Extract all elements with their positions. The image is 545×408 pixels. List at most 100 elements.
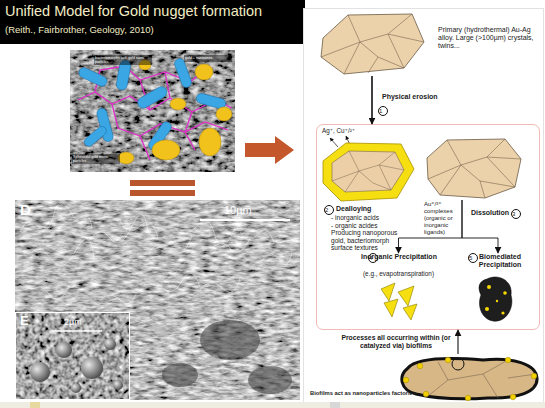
node-text: - inorganic acids: [331, 214, 416, 222]
gold-crystal: [384, 299, 398, 317]
footer-strip: [0, 402, 545, 408]
sem-colorized-image: [77, 66, 108, 88]
sem-image-e: [71, 383, 81, 393]
node-heading: Primary (hydrothermal) Au-Ag alloy. Larg…: [438, 26, 540, 50]
image-annotation: gold + nanowires: [185, 56, 232, 60]
sem-colorized-image: [78, 66, 232, 160]
sem-colorized-image: [216, 107, 232, 121]
sem-colorized-image: [136, 85, 169, 111]
node-text: Producing nanoporous gold, bacteriomorph…: [331, 229, 411, 252]
scale-label: 2µm: [64, 317, 82, 327]
sem-image-d: [162, 320, 292, 394]
flow-arrow: [399, 200, 463, 253]
node-shape: [425, 137, 523, 200]
sem-colorized-image: [72, 55, 232, 164]
node-heading: Biomediated Precipitation: [467, 253, 533, 269]
sem-image-d: [246, 296, 254, 304]
sem-image-d: [200, 320, 260, 360]
gold-crystal: [398, 286, 414, 306]
image-annotation: Spheroidal gold micro-particles: [73, 155, 120, 163]
footer-strip: [0, 402, 545, 408]
sem-image-d: [248, 366, 292, 394]
gold-nanoparticle: [485, 307, 489, 311]
sem-colorized-image: [94, 55, 152, 65]
gold-nanoparticle: [487, 285, 491, 289]
callout-number: 2: [324, 205, 334, 215]
node-heading: Dissolution: [471, 209, 516, 217]
equals-bars: [130, 180, 195, 196]
biofilm-outline: [402, 358, 537, 398]
sem-image-d: [154, 324, 166, 336]
sem-image-d: [210, 355, 220, 365]
sem-image-e: [16, 313, 130, 400]
sem-image-d: [15, 200, 300, 400]
callout-number: 3: [511, 209, 521, 219]
sem-image-e: [104, 338, 116, 350]
flow-arrow: [462, 200, 498, 253]
sem-colorized-image: [72, 154, 120, 164]
highlight-ring: [452, 358, 464, 370]
node-shape: [318, 12, 540, 76]
ion-label: Ag⁺, Cu⁺/²⁺: [322, 127, 355, 134]
gold-nanoparticle: [423, 391, 429, 397]
edge-label: Physical erosion: [382, 93, 438, 101]
sem-image-e: [56, 342, 72, 358]
sem-colorized-image: [82, 125, 108, 149]
callout-number: 1: [378, 106, 388, 116]
flow-arrow: [457, 330, 458, 354]
panel-letter: E: [20, 314, 29, 329]
block-arrow: [245, 136, 294, 164]
title-band: [0, 0, 305, 44]
gold-crystal: [381, 283, 395, 301]
sem-image-d: [154, 296, 254, 365]
image-annotation: bacteriomorphs with gold nano-particles: [95, 56, 152, 64]
grain-boundary: [428, 360, 536, 398]
reference: (Reith., Fairbrother, Geology, 2010): [5, 25, 154, 36]
sem-image-e: [81, 357, 103, 379]
sem-colorized-image: [152, 140, 180, 160]
crystal-grain: Primary (hydrothermal) Au-Ag alloy. Larg…: [318, 12, 540, 76]
process-box: Dealloying- inorganic acids- organic aci…: [316, 124, 540, 330]
biofilm-nugget: Biofilms act as nanoparticles factories: [308, 354, 540, 402]
equals-bars: [130, 180, 195, 186]
grain-boundary: [332, 151, 404, 192]
grain-boundary: [428, 139, 521, 198]
gold-nanoparticle: [496, 300, 498, 302]
sem-image-d: [200, 219, 290, 221]
grain-boundary: [321, 14, 424, 74]
gold-nanoparticle: [501, 311, 504, 314]
sem-image-e: [52, 330, 102, 332]
node-heading: Biofilms act as nanoparticles factories: [310, 390, 416, 397]
sem-image-d: [162, 363, 198, 387]
node-heading: Inorganic Precipitation: [359, 253, 439, 261]
ion-release-arrows: [330, 138, 338, 147]
sem-colorized-image: [70, 50, 235, 172]
sem-image-d: [20, 203, 292, 304]
node-shape: [321, 141, 416, 203]
grain-outline: [427, 139, 521, 198]
footer-strip: [330, 402, 340, 408]
gold-rim: [323, 143, 414, 201]
slide-title: Unified Model for Gold nugget formation: [5, 3, 262, 20]
title-band: [0, 0, 305, 44]
sem-colorized-image: [118, 60, 232, 164]
gold-nanoparticle: [505, 357, 511, 363]
node-heading: Processes all occurring within (or catal…: [335, 334, 457, 350]
complex-label: Au⁺/³⁺ complexes (organic or inorganic l…: [424, 201, 461, 235]
sem-colorized-image: [170, 98, 186, 110]
flow-arrow: [371, 76, 373, 124]
grain-outline: [321, 14, 424, 74]
footer-strip: [30, 402, 40, 408]
bacterial-cell: [479, 277, 512, 321]
gold-nanoparticle: [510, 394, 516, 400]
model-panel: [304, 9, 544, 403]
grain-core: [332, 151, 404, 192]
sem-image-e: [30, 362, 50, 382]
model-panel: [304, 9, 544, 403]
callout-number: 5: [468, 253, 478, 263]
sem-image-e: [15, 312, 130, 400]
inorganic-precipitate: Inorganic Precipitation(e.g., evapotrans…: [351, 253, 446, 323]
